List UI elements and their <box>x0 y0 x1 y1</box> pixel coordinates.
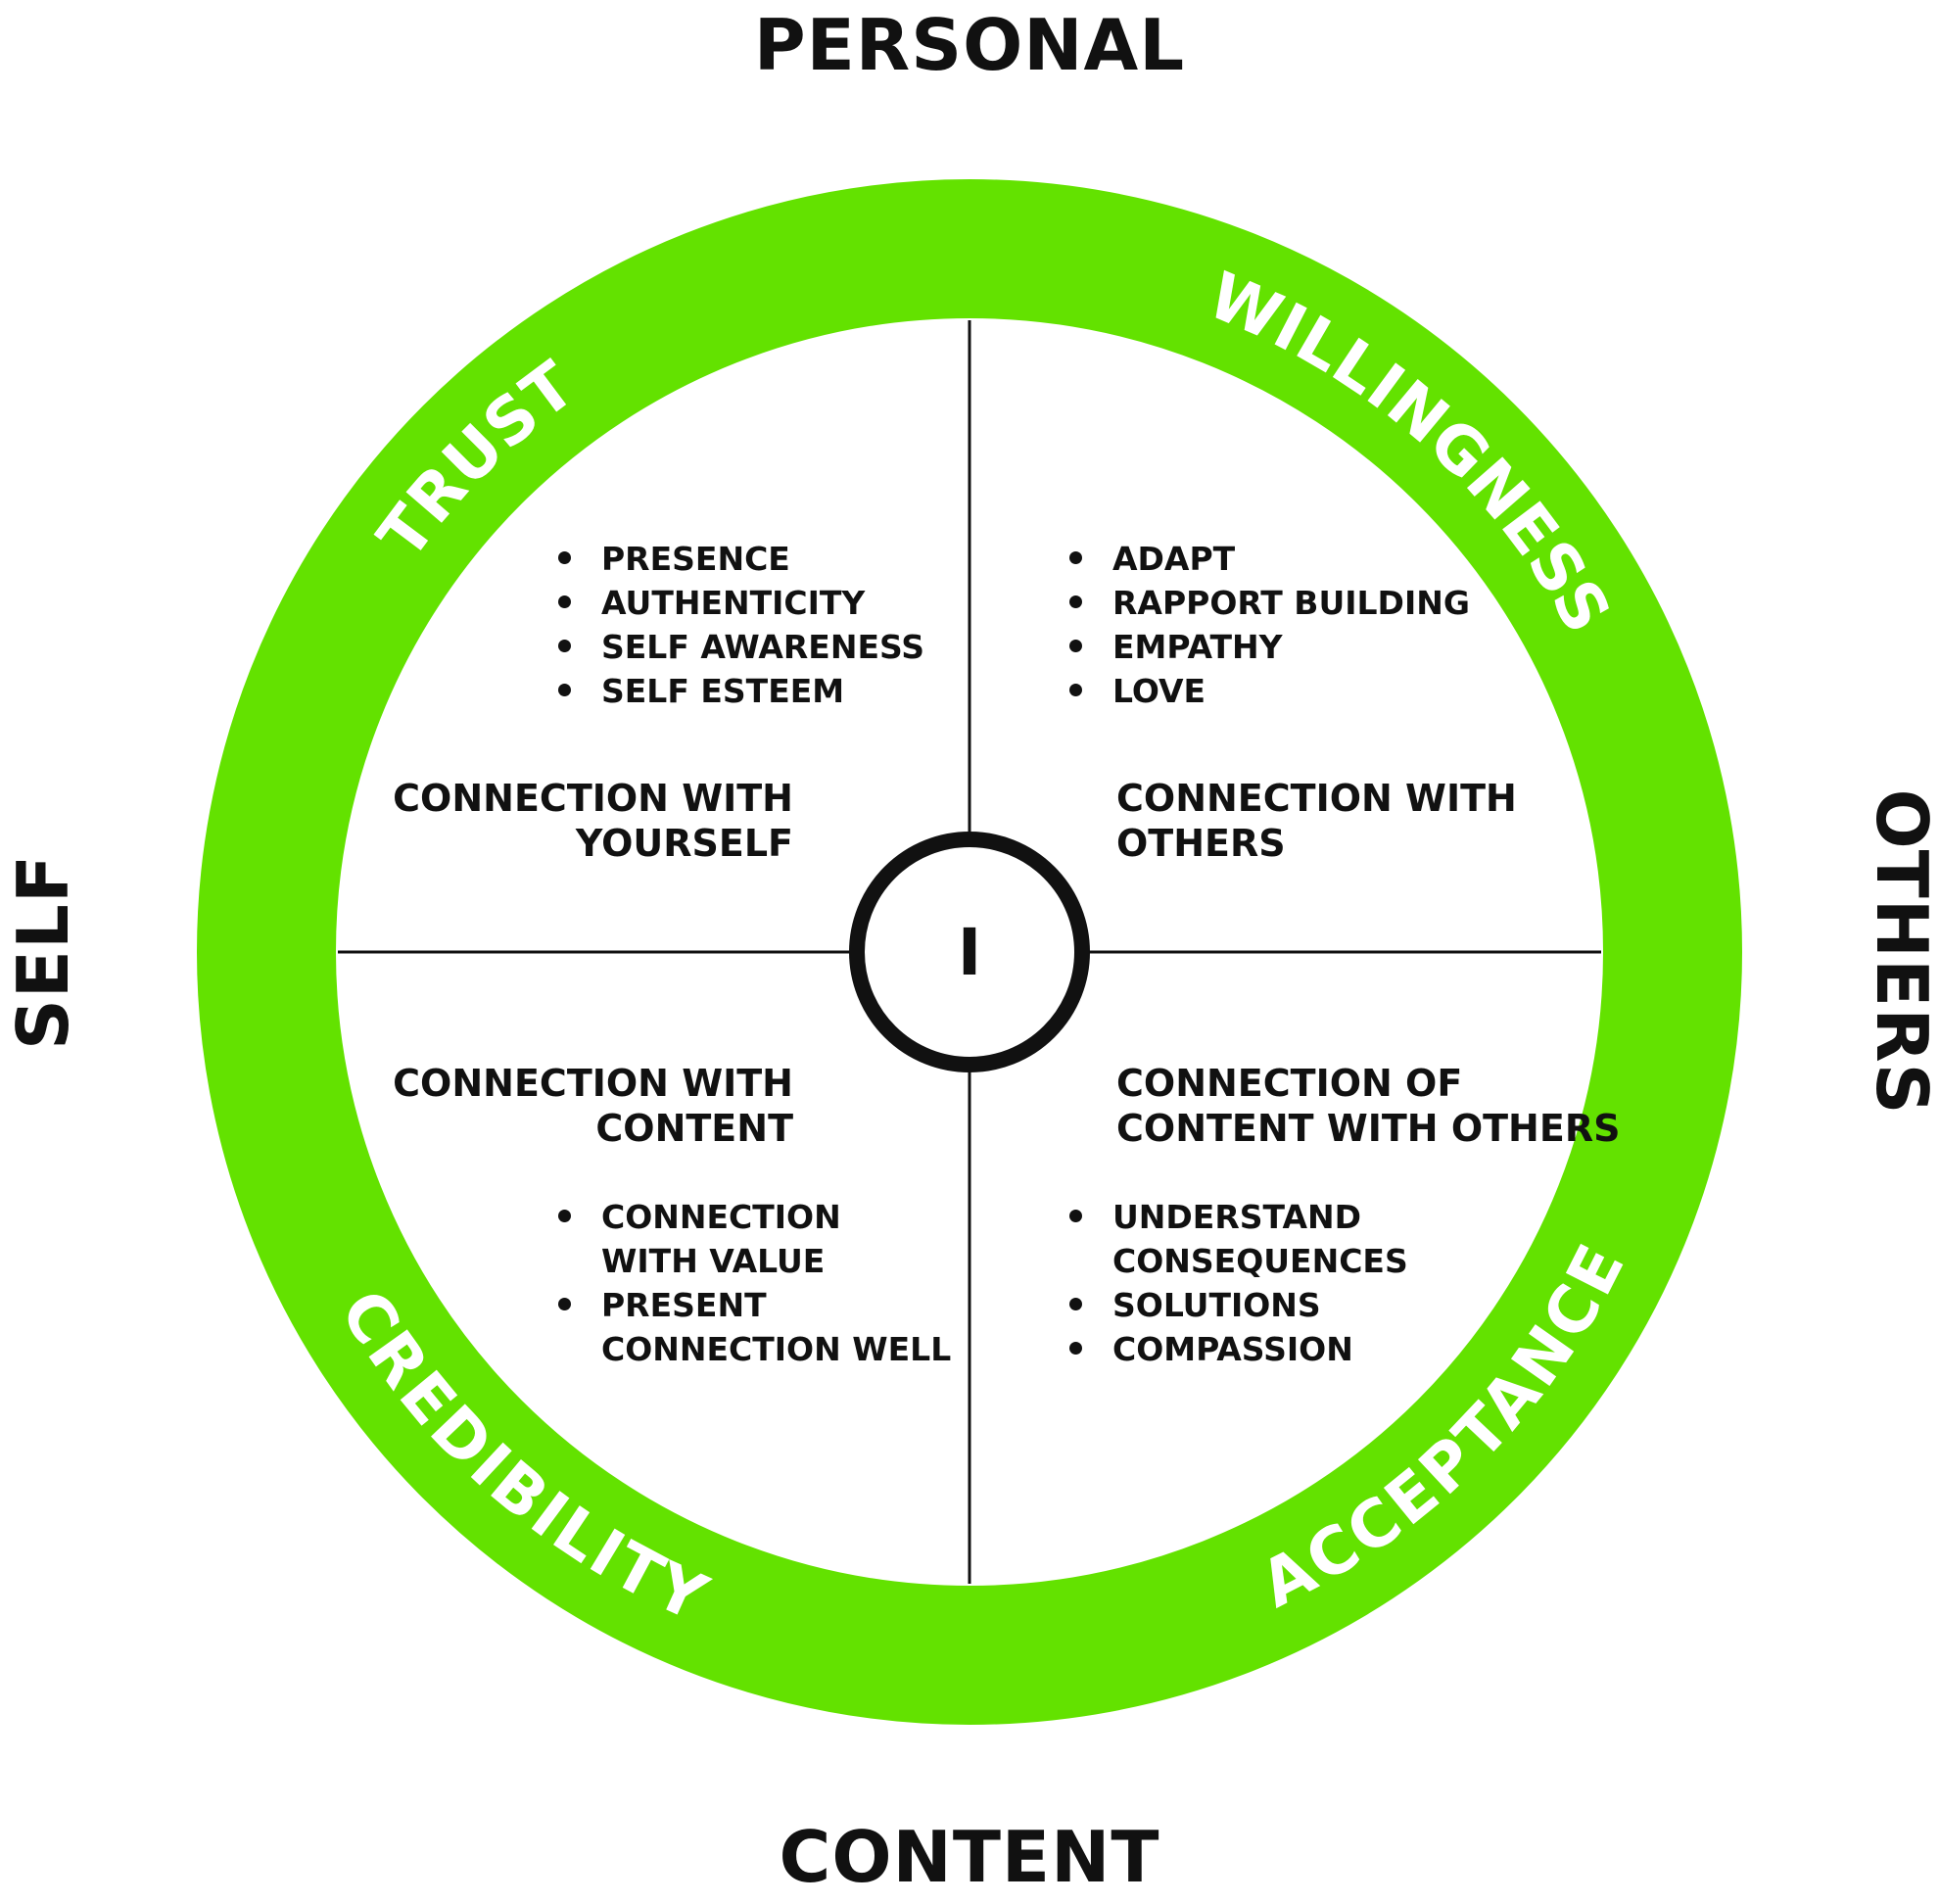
heading-line: CONTENT WITH OTHERS <box>1116 1107 1621 1150</box>
bullet-list-top-right: ADAPT RAPPORT BUILDING EMPATHY LOVE <box>1069 537 1470 713</box>
heading-line: CONTENT <box>595 1107 793 1150</box>
bullet-list-bottom-left: CONNECTION WITH VALUE PRESENT CONNECTION… <box>558 1195 951 1371</box>
axis-label-content: CONTENT <box>779 1816 1160 1898</box>
heading-line: YOURSELF <box>575 822 793 865</box>
heading-line: CONNECTION OF <box>1116 1062 1463 1105</box>
bullet-list-bottom-right: UNDERSTAND CONSEQUENCES SOLUTIONS COMPAS… <box>1069 1195 1408 1371</box>
outer-ring <box>197 179 1742 1725</box>
center-label: I <box>958 915 982 990</box>
list-item-line: UNDERSTAND <box>1112 1198 1362 1236</box>
list-item: SELF AWARENESS <box>558 625 924 669</box>
heading-line: OTHERS <box>1116 822 1286 865</box>
heading-connection-with-yourself: CONNECTION WITH YOURSELF <box>393 776 793 866</box>
list-item: CONNECTION WITH VALUE <box>558 1195 951 1283</box>
heading-connection-of-content-with-others: CONNECTION OF CONTENT WITH OTHERS <box>1116 1061 1620 1151</box>
list-item: ADAPT <box>1069 537 1470 581</box>
list-item: AUTHENTICITY <box>558 581 924 625</box>
bullet-list-top-left: PRESENCE AUTHENTICITY SELF AWARENESS SEL… <box>558 537 924 713</box>
list-item-line: WITH VALUE <box>601 1242 826 1280</box>
list-item-line: COMPASSION <box>1112 1330 1353 1368</box>
center-circle <box>849 832 1090 1072</box>
list-item-line: CONSEQUENCES <box>1112 1242 1408 1280</box>
list-item: COMPASSION <box>1069 1327 1408 1371</box>
axis-label-personal: PERSONAL <box>753 4 1186 86</box>
heading-line: CONNECTION WITH <box>393 1062 793 1105</box>
list-item-line: CONNECTION <box>601 1198 841 1236</box>
list-item: PRESENCE <box>558 537 924 581</box>
heading-connection-with-content: CONNECTION WITH CONTENT <box>393 1061 793 1151</box>
list-item: PRESENT CONNECTION WELL <box>558 1283 951 1371</box>
list-item: SOLUTIONS <box>1069 1283 1408 1327</box>
list-item-line: CONNECTION WELL <box>601 1330 952 1368</box>
list-item: SELF ESTEEM <box>558 669 924 713</box>
heading-line: CONNECTION WITH <box>393 777 793 820</box>
list-item: LOVE <box>1069 669 1470 713</box>
list-item: EMPATHY <box>1069 625 1470 669</box>
list-item: RAPPORT BUILDING <box>1069 581 1470 625</box>
list-item-line: PRESENT <box>601 1286 767 1324</box>
heading-connection-with-others: CONNECTION WITH OTHERS <box>1116 776 1517 866</box>
heading-line: CONNECTION WITH <box>1116 777 1517 820</box>
list-item-line: SOLUTIONS <box>1112 1286 1321 1324</box>
list-item: UNDERSTAND CONSEQUENCES <box>1069 1195 1408 1283</box>
